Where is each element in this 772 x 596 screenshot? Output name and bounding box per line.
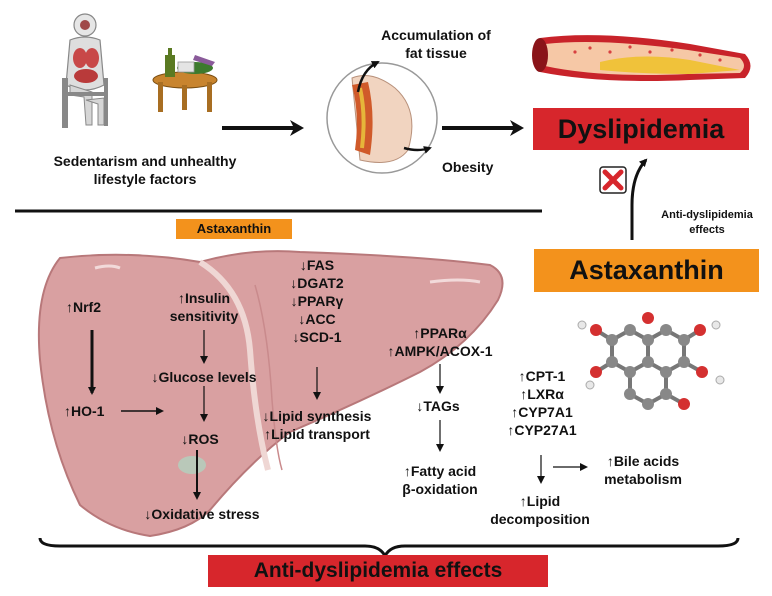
junk-food-table-icon bbox=[152, 48, 218, 112]
astaxanthin-big-box: Astaxanthin bbox=[534, 249, 759, 292]
bottom-curly-brace bbox=[38, 537, 740, 560]
fat-label-line2: fat tissue bbox=[405, 45, 467, 61]
fatty-acid-line1: ↑Fatty acid bbox=[403, 463, 477, 479]
ppar-alpha-block: ↑PPARα ↑AMPK/ACOX-1 bbox=[378, 324, 502, 360]
anti-effects-line1: Anti-dyslipidemia bbox=[661, 209, 753, 221]
tags-label: ↓TAGs bbox=[416, 398, 460, 414]
dgat2-label: ↓DGAT2 bbox=[290, 275, 344, 291]
lxr-label: ↑LXRα bbox=[520, 386, 564, 402]
fatty-acid-line2: β-oxidation bbox=[402, 481, 478, 497]
ppar-gamma-label: ↓PPARγ bbox=[290, 293, 344, 309]
obese-belly-icon bbox=[326, 62, 438, 174]
scd1-label: ↓SCD-1 bbox=[292, 329, 342, 345]
bile-acids-line2: metabolism bbox=[604, 471, 682, 487]
clogged-artery-icon bbox=[532, 35, 751, 81]
astaxanthin-molecule-icon bbox=[577, 312, 725, 410]
lifestyle-label-line1: Sedentarism and unhealthy bbox=[53, 153, 237, 169]
anti-effects-label: Anti-dyslipidemia effects bbox=[642, 208, 772, 238]
anti-effects-line2: effects bbox=[689, 224, 725, 236]
oxidative-stress-label: ↓Oxidative stress bbox=[144, 506, 260, 522]
ho1-label: ↑HO-1 bbox=[64, 403, 105, 419]
lipid-synthesis-block: ↓Lipid synthesis ↑Lipid transport bbox=[252, 407, 382, 443]
lifestyle-label: Sedentarism and unhealthy lifestyle fact… bbox=[20, 152, 270, 188]
dyslipidemia-box: Dyslipidemia bbox=[533, 108, 749, 150]
blocked-cross-icon bbox=[599, 166, 627, 194]
liver-illustration bbox=[37, 250, 504, 538]
fas-label: ↓FAS bbox=[299, 257, 335, 273]
obesity-arrow bbox=[403, 146, 432, 154]
insulin-line1: ↑Insulin bbox=[177, 290, 231, 306]
glucose-label: ↓Glucose levels bbox=[151, 369, 257, 385]
lipid-transport-label: ↑Lipid transport bbox=[264, 426, 370, 442]
cyp27a1-label: ↑CYP27A1 bbox=[507, 422, 577, 438]
ros-label: ↓ROS bbox=[181, 431, 219, 447]
cpt1-label: ↑CPT-1 bbox=[518, 368, 566, 384]
anti-dyslipidemia-up-arrow bbox=[630, 158, 648, 240]
fatty-acid-block: ↑Fatty acid β-oxidation bbox=[390, 462, 490, 498]
insulin-line2: sensitivity bbox=[169, 308, 239, 324]
bile-acids-line1: ↑Bile acids bbox=[606, 453, 680, 469]
fat-accumulation-arrow bbox=[356, 60, 380, 93]
cyp7a1-label: ↑CYP7A1 bbox=[511, 404, 573, 420]
lipogenic-genes-list: ↓FAS ↓DGAT2 ↓PPARγ ↓ACC ↓SCD-1 bbox=[272, 256, 362, 346]
obesity-label: Obesity bbox=[442, 159, 494, 175]
ppar-alpha-label: ↑PPARα bbox=[413, 325, 467, 341]
bile-genes-list: ↑CPT-1 ↑LXRα ↑CYP7A1 ↑CYP27A1 bbox=[504, 367, 580, 439]
acc-label: ↓ACC bbox=[298, 311, 336, 327]
lipid-decomp-block: ↑Lipid decomposition bbox=[480, 492, 600, 528]
lifestyle-label-line2: lifestyle factors bbox=[93, 171, 197, 187]
lipid-decomp-line1: ↑Lipid bbox=[519, 493, 561, 509]
lipid-synthesis-label: ↓Lipid synthesis bbox=[262, 408, 372, 424]
ampk-label: ↑AMPK/ACOX-1 bbox=[387, 343, 493, 359]
astaxanthin-tag: Astaxanthin bbox=[176, 219, 292, 239]
seated-human-icon bbox=[62, 13, 108, 128]
bile-acids-block: ↑Bile acids metabolism bbox=[594, 452, 692, 488]
nrf2-label: ↑Nrf2 bbox=[66, 299, 102, 315]
fat-accumulation-label: Accumulation of fat tissue bbox=[356, 26, 516, 62]
insulin-label: ↑Insulin sensitivity bbox=[150, 289, 258, 325]
anti-dyslipidemia-effects-banner: Anti-dyslipidemia effects bbox=[208, 555, 548, 587]
lipid-decomp-line2: decomposition bbox=[490, 511, 590, 527]
fat-label-line1: Accumulation of bbox=[381, 27, 491, 43]
